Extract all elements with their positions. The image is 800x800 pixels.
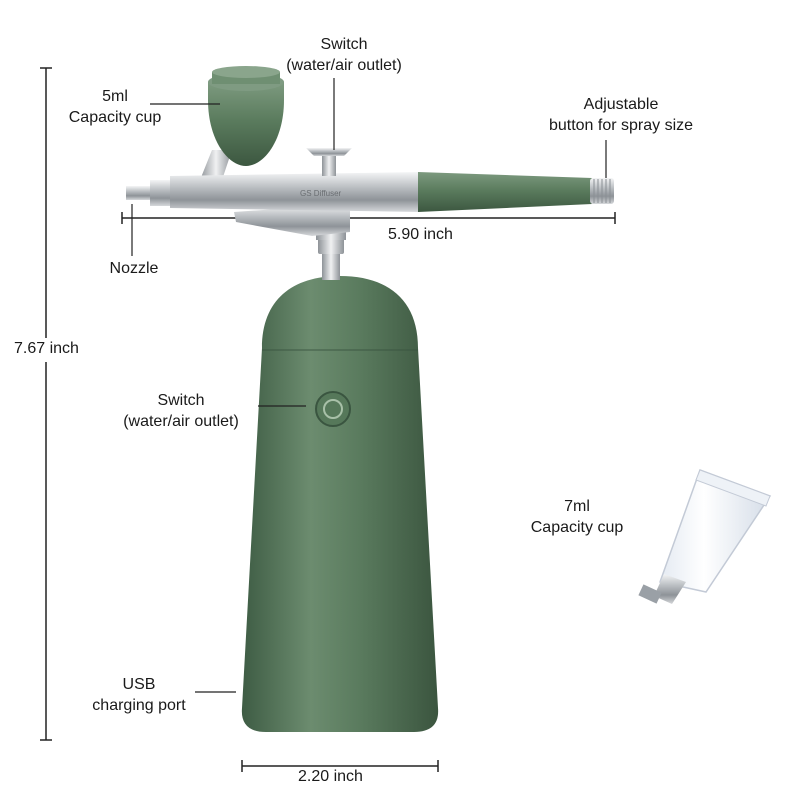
- label-adjustable: Adjustable button for spray size: [532, 94, 710, 136]
- dimension-width-label: 2.20 inch: [298, 768, 363, 785]
- device-body: [241, 276, 439, 732]
- body-switch-button[interactable]: [315, 391, 351, 427]
- label-switch-body-line2: (water/air outlet): [123, 413, 239, 430]
- dimension-height-label: 7.67 inch: [12, 340, 81, 358]
- label-switch-top-line2: (water/air outlet): [286, 57, 402, 74]
- label-nozzle: Nozzle: [104, 258, 164, 279]
- cup-7ml: [638, 469, 772, 604]
- label-switch-top-line1: Switch: [320, 36, 368, 53]
- label-nozzle-text: Nozzle: [109, 260, 159, 277]
- label-cup-7ml-line1: 7ml: [564, 498, 590, 515]
- height-dimension-line: [40, 67, 52, 741]
- label-cup-5ml: 5ml Capacity cup: [56, 86, 174, 128]
- label-cup-7ml: 7ml Capacity cup: [520, 496, 634, 538]
- cup-5ml-stem: [200, 150, 232, 180]
- label-usb: USB charging port: [78, 674, 200, 716]
- device-brand-text: GS Diffuser: [300, 189, 342, 198]
- airbrush-barrel: GS Diffuser: [126, 172, 420, 212]
- airbrush-rear-barrel: [418, 172, 592, 212]
- label-usb-line1: USB: [122, 676, 156, 693]
- label-switch-top: Switch (water/air outlet): [272, 34, 416, 76]
- label-cup-5ml-line1: 5ml: [102, 88, 128, 105]
- dimension-length-label: 5.90 inch: [388, 226, 453, 243]
- label-usb-line2: charging port: [92, 697, 186, 714]
- label-switch-body: Switch (water/air outlet): [108, 390, 254, 432]
- label-adjustable-line1: Adjustable: [583, 96, 659, 113]
- adjustable-spray-knob[interactable]: [590, 178, 614, 204]
- label-cup-7ml-line2: Capacity cup: [530, 519, 624, 536]
- trigger-guard: [234, 204, 350, 236]
- label-cup-5ml-line2: Capacity cup: [68, 109, 162, 126]
- width-dimension-line: [241, 760, 439, 772]
- length-dimension-line: [121, 212, 616, 224]
- label-adjustable-line2: button for spray size: [548, 117, 694, 134]
- top-switch-lever[interactable]: [306, 148, 352, 176]
- label-switch-body-line1: Switch: [157, 392, 205, 409]
- cup-5ml: [208, 66, 284, 166]
